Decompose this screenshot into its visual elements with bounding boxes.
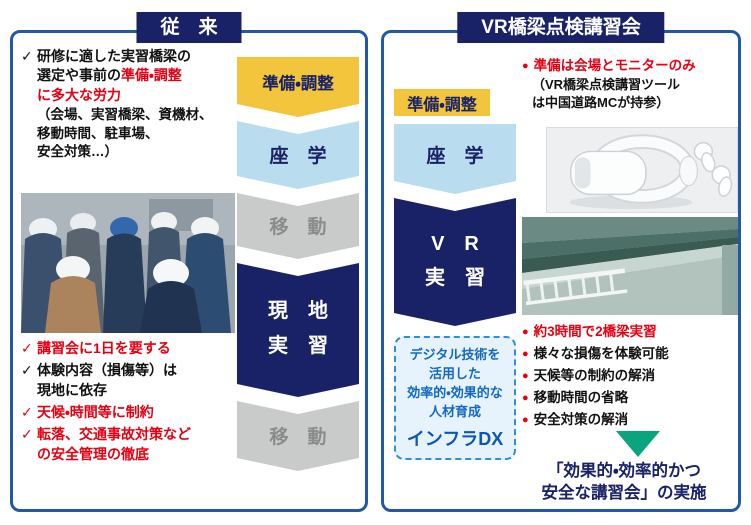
check-item: ✓ 転落、交通事故対策など の安全管理の徹底 [21,425,237,464]
conventional-top-note: ✓ 研修に適した実習橋梁の 選定や事前の準備・調整 に多大な労力 （会場、実習橋… [21,47,235,162]
check-icon: ✓ [21,340,33,356]
photo-vr-headset [546,127,738,213]
bullet-icon: ● [522,60,529,72]
top-note-text-red: 準備・調整 に多大な労力 [37,67,182,103]
dx-label: インフラDX [406,429,504,450]
issue-text: 講習会に1日を要する [37,340,171,356]
conventional-flow: 準備・調整 座 学 移 動 現 地 実 習 移 動 [237,57,359,471]
benefit-item: ● 安全対策の解消 [522,409,738,431]
issue-text: 天候・時間等に制約 [37,403,154,420]
dx-description: デジタル技術を 活用した 効率的・効果的な 人材育成 [407,347,503,419]
flow-step-vr-practice: V R 実 習 [394,198,516,326]
panel-conventional-title: 従 来 [136,12,242,43]
top-note-detail: （会場、実習橋梁、資機材、 移動時間、駐車場、 安全対策…） [37,106,213,160]
photo-vr-bridge-view [522,217,738,315]
benefit-text: 移動時間の省略 [533,390,629,405]
benefit-item: ● 天候等の制約の解消 [522,365,738,387]
bullet-icon: ● [522,370,529,382]
check-icon: ✓ [21,403,33,420]
flow-step-preparation: 準備・調整 [394,89,490,116]
panel-vr-title: VR橋梁点検講習会 [457,12,665,43]
flow-step-lecture: 座 学 [394,124,516,194]
note-detail: （VR橋梁点検講習ツール は中国道路MCが持参） [532,77,681,110]
bullet-icon: ● [522,414,529,426]
note-red-line: ● 準備は会場とモニターのみ [522,57,738,75]
vr-benefits-list: ● 約3時間で2橋梁実習 ● 様々な損傷を体験可能 ● 天候等の制約の解消 ● … [522,321,738,431]
check-item: ✓ 講習会に1日を要する [21,339,237,358]
top-note-text: 研修に適した実習橋梁の 選定や事前の準備・調整 に多大な労力 [37,47,191,105]
conclusion-text: 「効果的・効率的かつ 安全な講習会」の実施 [541,462,707,502]
flow-step-lecture: 座 学 [237,121,359,189]
top-note-text-black: 研修に適した実習橋梁の 選定や事前の [37,48,191,84]
check-icon: ✓ [21,48,33,64]
bullet-icon: ● [522,326,529,338]
benefit-item: ● 移動時間の省略 [522,387,738,409]
check-item: ✓ 研修に適した実習橋梁の 選定や事前の準備・調整 に多大な労力 [21,47,235,105]
conventional-issues-list: ✓ 講習会に1日を要する ✓ 体験内容（損傷等）は 現地に依存 ✓ 天候・時間等… [21,339,237,467]
infra-dx-box: デジタル技術を 活用した 効率的・効果的な 人材育成 インフラDX [394,336,516,461]
photo-training-workers [21,193,235,333]
flow-step-travel: 移 動 [237,193,359,259]
benefit-text: 天候等の制約の解消 [533,368,656,383]
bullet-icon: ● [522,348,529,360]
down-arrow-icon [616,431,660,457]
check-item: ✓ 天候・時間等に制約 [21,403,237,422]
flow-step-onsite-practice: 現 地 実 習 [237,263,359,397]
vr-flow: 準備・調整 座 学 V R 実 習 デジタル技術を 活用した 効率的・効果的な … [394,89,516,461]
benefit-item: ● 約3時間で2橋梁実習 [522,321,738,343]
bullet-icon: ● [522,392,529,404]
benefit-text: 様々な損傷を体験可能 [533,346,669,361]
benefit-item: ● 様々な損傷を体験可能 [522,343,738,365]
benefit-text: 約3時間で2橋梁実習 [533,324,657,339]
check-item: ✓ 体験内容（損傷等）は 現地に依存 [21,361,237,400]
check-icon: ✓ [21,426,33,443]
vr-preparation-note: ● 準備は会場とモニターのみ （VR橋梁点検講習ツール は中国道路MCが持参） [522,57,738,111]
flow-step-preparation: 準備・調整 [237,57,359,117]
benefit-text: 安全対策の解消 [533,412,629,427]
issue-text: 体験内容（損傷等）は 現地に依存 [37,362,177,398]
panel-conventional: 従 来 ✓ 研修に適した実習橋梁の 選定や事前の準備・調整 に多大な労力 （会場… [10,12,368,512]
panel-vr-training: VR橋梁点検講習会 準備・調整 座 学 V R 実 習 デジタル技術を 活用した… [381,12,741,512]
flow-step-travel-return: 移 動 [237,401,359,471]
note-red-text: 準備は会場とモニターのみ [533,58,696,73]
issue-text: 転落、交通事故対策など の安全管理の徹底 [37,426,191,462]
check-icon: ✓ [21,362,33,379]
